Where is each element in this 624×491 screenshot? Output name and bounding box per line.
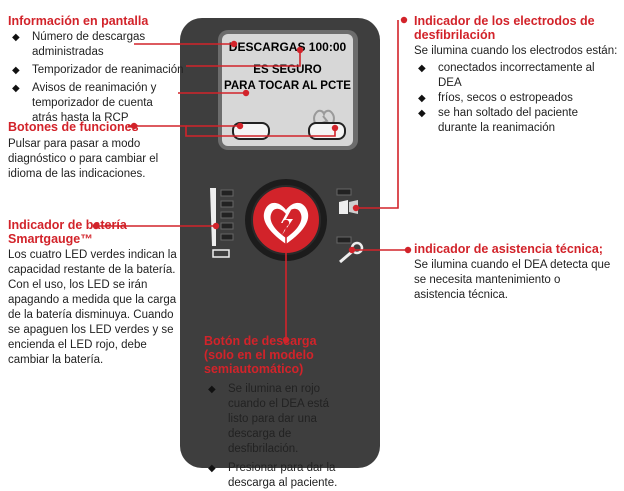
lcd-screen: DESCARGAS 100:00 ES SEGURO PARA TOCAR AL… [222, 34, 353, 146]
electrodes-item-loose: se han soltado del paciente durante la r… [414, 106, 619, 136]
electrodes-title-2: desfibrilación [414, 28, 496, 42]
shock-item-ready: Se ilumina en rojo cuando el DEA está li… [204, 382, 348, 457]
shock-title-1: Botón de descarga [204, 334, 317, 348]
display-item-timer: Temporizador de reanimación [8, 63, 188, 78]
function-buttons-title: Botones de funciones [8, 120, 139, 134]
electrodes-intro: Se ilumina cuando los electrodos están: [414, 45, 618, 57]
lcd-timer: 00:00 [315, 40, 347, 54]
service-callout: indicador de asistencia técnica; Se ilum… [414, 242, 614, 303]
display-item-prompts: Avisos de reanimación y temporizador de … [8, 81, 170, 126]
shock-title-3: semiautomático) [204, 362, 304, 376]
lcd-shock-count: DESCARGAS 100:00 [222, 40, 353, 54]
electrodes-item-cold: fríos, secos o estropeados [414, 91, 619, 106]
display-info-callout: Información en pantalla Número de descar… [8, 14, 188, 126]
battery-title-1: Indicador de batería [8, 218, 127, 232]
lcd-prompt-line2: PARA TOCAR AL PCTE [224, 80, 351, 92]
lcd-prompt-line1: ES SEGURO [253, 64, 322, 76]
battery-title-2: Smartgauge™ [8, 232, 93, 246]
lcd-shock-label: DESCARGAS 1 [228, 40, 316, 54]
electrodes-item-connected: conectados incorrectamente al DEA [414, 61, 619, 91]
battery-text: Los cuatro LED verdes indican la capacid… [8, 249, 177, 366]
service-title: indicador de asistencia técnica; [414, 242, 603, 256]
shock-item-press: Presionar para dar la descarga al pacien… [204, 461, 348, 491]
battery-gauge-icon [210, 188, 234, 258]
shock-title-2: (solo en el modelo [204, 348, 314, 362]
battery-callout: Indicador de batería Smartgauge™ Los cua… [8, 218, 188, 368]
electrodes-title-1: Indicador de los electrodos de [414, 14, 595, 28]
shock-button-callout: Botón de descarga (solo en el modelo sem… [204, 334, 364, 491]
callout-lines [92, 16, 412, 344]
display-info-title: Información en pantalla [8, 14, 149, 28]
electrodes-callout: Indicador de los electrodos de desfibril… [414, 14, 619, 136]
function-buttons-callout: Botones de funciones Pulsar para pasar a… [8, 120, 173, 182]
function-buttons-text: Pulsar para pasar a modo diagnóstico o p… [8, 138, 159, 180]
display-item-shocks: Número de descargas administradas [8, 30, 152, 60]
service-text: Se ilumina cuando el DEA detecta que se … [414, 259, 611, 301]
